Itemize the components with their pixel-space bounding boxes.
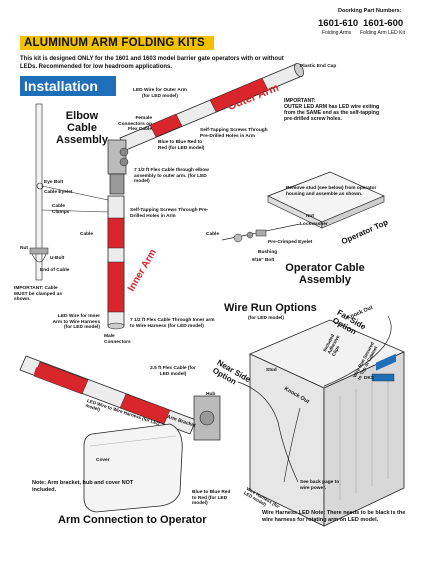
note-arm-bracket: Note: Arm bracket, hub and cover NOT inc…: [32, 480, 134, 493]
label-important-left: IMPORTANT: Cable MUST be clamped as show…: [14, 286, 62, 303]
label-elbow-cable-assembly: Elbow Cable Assembly: [56, 110, 108, 146]
outer-arm-tube: [119, 62, 304, 151]
label-see-back-page: See back page to wire power.: [300, 480, 340, 491]
page-title: ALUMINUM ARM FOLDING KITS: [20, 36, 214, 50]
label-lockwasher: Lockwasher: [300, 222, 328, 227]
label-self-tap-arm: Self-Tapping Screws Through Pre-Drilled …: [200, 128, 268, 139]
label-led-wire-inner: LED Wire for Inner Arm to Wire Harness (…: [52, 314, 100, 331]
important-right-text: OUTER LED ARM has LED wire exiting from …: [284, 104, 380, 123]
label-cover: Cover: [96, 458, 110, 463]
label-cable-left: Cable: [80, 232, 94, 237]
label-bushing: Bushing: [258, 250, 278, 255]
label-wire-run-sub: (for LED model): [248, 316, 284, 321]
intro-text: This kit is designed ONLY for the 1601 a…: [20, 56, 284, 70]
label-doorking-logo: DKS: [364, 376, 375, 381]
label-bolt: 9/16" Bolt: [252, 258, 275, 263]
wire-runs: [237, 315, 392, 483]
label-cable-right: Cable: [206, 232, 220, 237]
cover-drawing: [83, 423, 183, 513]
inner-arm-tube: [107, 195, 125, 330]
part-number-b-desc: Folding Arm LED Kit: [360, 30, 406, 36]
label-eye-bolt: Eye Bolt: [44, 180, 64, 185]
part-numbers-label: Doorking Part Numbers:: [338, 8, 402, 14]
part-number-a-desc: Folding Arms: [322, 30, 352, 36]
section-installation: Installation: [20, 76, 116, 96]
label-remove-stud: Remove stud (see below) from operator ho…: [286, 186, 377, 197]
label-blue-to-blue-bottom: Blue to Blue Red to Red (for LED model): [192, 490, 231, 507]
label-flex-inner: 7 1/2 ft Flex Cable Through Inner arm to…: [130, 318, 215, 329]
hub-bracket: [193, 395, 221, 441]
operator-top-drawing: [267, 171, 385, 229]
label-arm-connection: Arm Connection to Operator: [58, 514, 207, 526]
elbow-assembly: [107, 139, 129, 195]
part-number-b: 1601-600: [363, 18, 404, 29]
label-pre-crimped: Pre-Crimped Eyelet: [268, 240, 313, 245]
label-blue-to-blue-top: Blue to Blue Red to Red (for LED model): [158, 140, 205, 151]
label-hub: Hub: [206, 392, 216, 397]
operator-cable-hardware: [221, 223, 301, 243]
important-right-title: IMPORTANT:: [284, 98, 316, 104]
label-flex-2-5: 2.5 ft Flex Cable (for LED model): [150, 366, 196, 377]
label-end-of-cable: End of Cable: [40, 268, 70, 273]
operator-cabinet: [249, 319, 405, 527]
lower-inner-arm: [19, 355, 197, 435]
label-cable-clamps: Cable Clamps: [52, 204, 70, 215]
label-wire-run-options: Wire Run Options: [224, 302, 317, 314]
label-led-wire-outer: LED Wire for Outer Arm (for LED model): [133, 88, 187, 99]
label-operator-cable-assembly: Operator Cable Assembly: [285, 262, 365, 286]
label-nut-left: Nut: [20, 246, 28, 251]
label-u-bolt: U-Bolt: [50, 256, 65, 261]
label-plastic-end-cap: Plastic End Cap: [300, 64, 337, 69]
part-number-a: 1601-610: [318, 18, 359, 29]
note-wire-harness: Wire Harness LED Note: There needs to be…: [262, 510, 406, 523]
label-stud: Stud: [266, 368, 277, 373]
label-female-connectors: Female Connectors on Flex Cable: [118, 116, 152, 133]
label-male-connectors: Male Connectors: [104, 334, 131, 345]
label-flex-elbow: 7 1/2 ft Flex Cable through elbow assemb…: [134, 168, 209, 185]
label-cable-eyelet: Cable Eyelet: [44, 190, 73, 195]
cable-pole: [29, 103, 109, 281]
label-self-tap-inner: Self-Tapping Screws Through Pre-Drilled …: [130, 208, 209, 219]
label-nut-right: Nut: [306, 214, 314, 219]
